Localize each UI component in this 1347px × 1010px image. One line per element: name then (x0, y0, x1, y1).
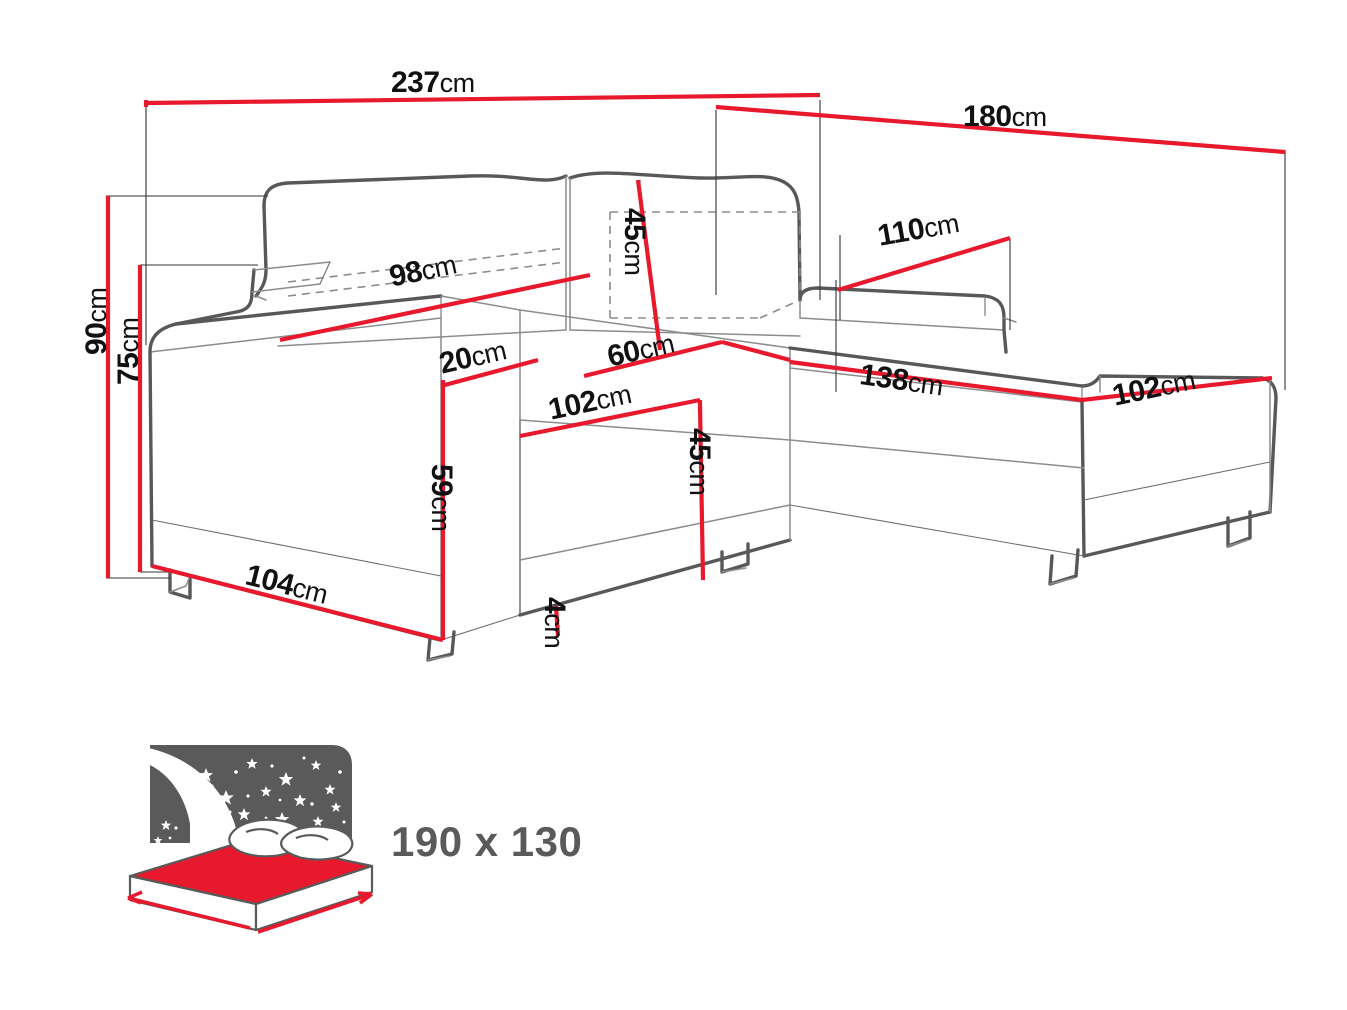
dim-unit: cm (539, 613, 569, 649)
dim-unit: cm (114, 317, 144, 353)
dimension-label-backrest-cushion-height: 45cm (618, 208, 651, 276)
dim-unit: cm (906, 366, 945, 402)
dimension-label-seat-height-front: 59cm (425, 464, 458, 532)
dimension-label-leg-height: 4cm (538, 597, 571, 649)
dimension-label-seat-height: 45cm (683, 428, 716, 496)
dim-value: 237 (391, 66, 440, 99)
dim-unit: cm (426, 496, 456, 532)
dim-unit: cm (684, 460, 714, 496)
dimension-label-armrest-height-arm: 75cm (112, 317, 145, 385)
dim-value: 180 (963, 100, 1012, 133)
dimension-label-chaise-depth: 180cm (963, 102, 1047, 132)
dim-unit: cm (439, 68, 476, 98)
dim-unit: cm (1011, 102, 1048, 132)
red-dimension-lines (105, 92, 1286, 643)
dim-value: 90 (80, 322, 113, 355)
dim-value: 45 (683, 428, 716, 461)
sofa-body-fills (148, 176, 1270, 645)
dimension-label-armrest-height-total: 90cm (80, 287, 113, 355)
dim-unit: cm (921, 208, 962, 244)
backrest-cushion-left (254, 174, 568, 347)
dim-unit: cm (82, 287, 112, 323)
dim-value: 45 (618, 208, 651, 241)
dim-value: 4 (538, 597, 571, 614)
sleeping-area-label: 190 x 130 (391, 818, 583, 865)
dimension-label-overall-width: 237cm (391, 68, 475, 98)
chaise-section (788, 286, 1278, 586)
dim-value: 59 (425, 464, 458, 497)
dim-value: 138 (857, 358, 911, 398)
dim-value: 75 (112, 352, 145, 385)
dim-unit: cm (619, 240, 649, 276)
